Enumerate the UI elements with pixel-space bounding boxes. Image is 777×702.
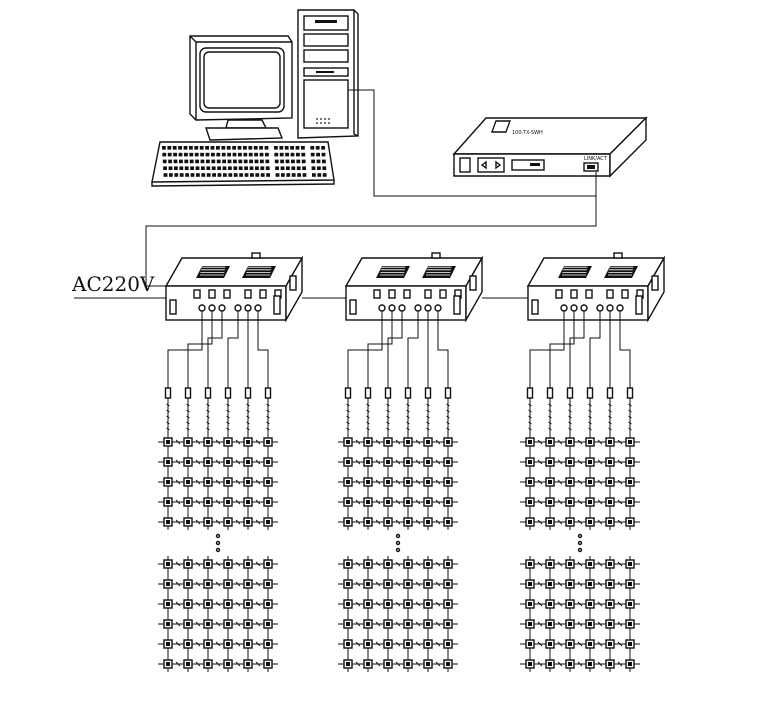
led-pixel-grid-icon — [158, 556, 278, 672]
led-controller-icon — [526, 252, 666, 323]
switch-port-label: LINK/ACT — [584, 156, 608, 162]
keyboard-icon — [151, 141, 335, 187]
continuation-dots-icon — [395, 533, 401, 553]
monitor-icon — [189, 35, 293, 141]
led-pixel-grid-icon — [158, 434, 278, 530]
led-controller-icon — [164, 252, 304, 323]
desktop-computer-icon — [151, 9, 359, 187]
output-cable-icon — [164, 311, 272, 438]
continuation-dots-icon — [577, 533, 583, 553]
led-pixel-grid-icon — [520, 556, 640, 672]
switch-model-label: 100-TX-SWH — [512, 130, 543, 136]
output-cable-icon — [526, 311, 634, 438]
led-controller-icon — [344, 252, 484, 323]
output-cable-icon — [344, 311, 452, 438]
network-cable-icon — [145, 89, 597, 287]
continuation-dots-icon — [215, 533, 221, 553]
led-pixel-grid-icon — [520, 434, 640, 530]
led-pixel-grid-icon — [338, 434, 458, 530]
power-label: AC220V — [71, 272, 155, 296]
led-pixel-grid-icon — [338, 556, 458, 672]
tower-case-icon — [297, 9, 359, 139]
network-switch-icon: 100-TX-SWH LINK/ACT — [452, 116, 648, 178]
